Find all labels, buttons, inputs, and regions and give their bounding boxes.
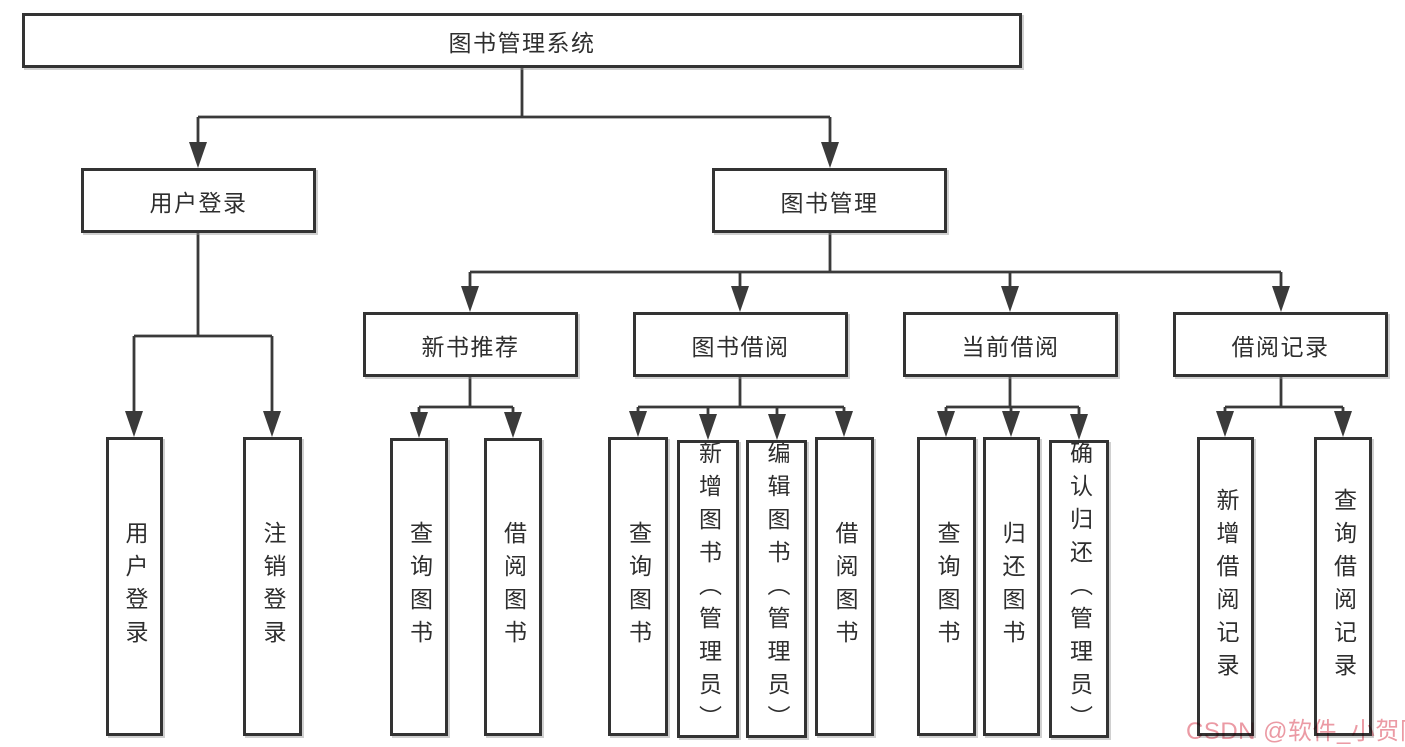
arrowhead <box>629 411 647 437</box>
leaf-logout: 注销登录 <box>243 437 302 736</box>
node-user-login-label: 用户登录 <box>149 189 248 216</box>
leaf-return-book: 归还图书 <box>983 437 1040 736</box>
leaf-user-login: 用户登录 <box>106 437 163 736</box>
leaf-return-book-label: 归还图书 <box>999 520 1025 653</box>
arrowhead <box>731 286 749 312</box>
leaf-add-borrow-record-label: 新增借阅记录 <box>1213 487 1239 686</box>
node-book-borrow: 图书借阅 <box>633 312 848 377</box>
leaf-query-books-3: 查询图书 <box>917 437 976 736</box>
leaf-borrow-books-1-label: 借阅图书 <box>500 521 527 653</box>
arrowhead <box>1002 411 1020 437</box>
leaf-query-books-1-label: 查询图书 <box>406 521 433 653</box>
leaf-borrow-books-2-label: 借阅图书 <box>832 520 858 653</box>
leaf-user-login-label: 用户登录 <box>122 520 148 653</box>
leaf-borrow-books-2: 借阅图书 <box>815 437 874 736</box>
node-root-label: 图书管理系统 <box>448 29 596 56</box>
node-borrow-records-label: 借阅记录 <box>1231 333 1330 360</box>
leaf-query-borrow-record-label: 查询借阅记录 <box>1330 487 1357 686</box>
arrowhead <box>1272 286 1290 312</box>
leaf-edit-book-admin: 编辑图书（管理员） <box>746 440 807 738</box>
watermark-text: CSDN @软件_小贺同学 <box>1186 718 1405 745</box>
leaf-query-books-2-label: 查询图书 <box>625 520 652 653</box>
leaf-confirm-return-admin: 确认归还（管理员） <box>1049 440 1109 738</box>
arrowhead <box>768 414 786 440</box>
arrowhead <box>821 142 839 168</box>
leaf-borrow-books-1: 借阅图书 <box>484 438 542 736</box>
arrowhead <box>189 142 207 168</box>
arrowhead <box>1001 286 1019 312</box>
node-user-login: 用户登录 <box>81 168 316 233</box>
arrowhead <box>937 411 955 437</box>
leaf-add-book-admin-label: 新增图书（管理员） <box>695 440 722 738</box>
node-book-management: 图书管理 <box>712 168 947 233</box>
arrowhead <box>410 412 428 438</box>
node-root: 图书管理系统 <box>22 13 1022 68</box>
node-current-borrow: 当前借阅 <box>903 312 1118 377</box>
node-borrow-records: 借阅记录 <box>1173 312 1388 377</box>
arrowhead <box>1216 411 1234 437</box>
arrowhead <box>1070 414 1088 440</box>
arrowhead <box>1334 411 1352 437</box>
leaf-add-book-admin: 新增图书（管理员） <box>677 440 739 738</box>
leaf-query-borrow-record: 查询借阅记录 <box>1314 437 1372 736</box>
leaf-add-borrow-record: 新增借阅记录 <box>1197 437 1254 736</box>
arrowhead <box>125 411 143 437</box>
arrowhead <box>504 412 522 438</box>
arrowhead <box>263 411 281 437</box>
leaf-edit-book-admin-label: 编辑图书（管理员） <box>764 440 790 738</box>
arrowheads <box>125 142 1352 440</box>
node-book-borrow-label: 图书借阅 <box>691 333 790 360</box>
node-current-borrow-label: 当前借阅 <box>961 333 1060 360</box>
arrowhead <box>699 414 717 440</box>
node-book-management-label: 图书管理 <box>780 189 879 216</box>
leaf-logout-label: 注销登录 <box>260 520 286 653</box>
leaf-query-books-3-label: 查询图书 <box>934 520 960 653</box>
node-new-book-recommend-label: 新书推荐 <box>421 333 520 360</box>
leaf-query-books-1: 查询图书 <box>390 438 448 736</box>
leaf-query-books-2: 查询图书 <box>608 437 668 736</box>
node-new-book-recommend: 新书推荐 <box>363 312 578 377</box>
leaf-confirm-return-admin-label: 确认归还（管理员） <box>1066 440 1093 738</box>
arrowhead <box>835 411 853 437</box>
arrowhead <box>461 286 479 312</box>
